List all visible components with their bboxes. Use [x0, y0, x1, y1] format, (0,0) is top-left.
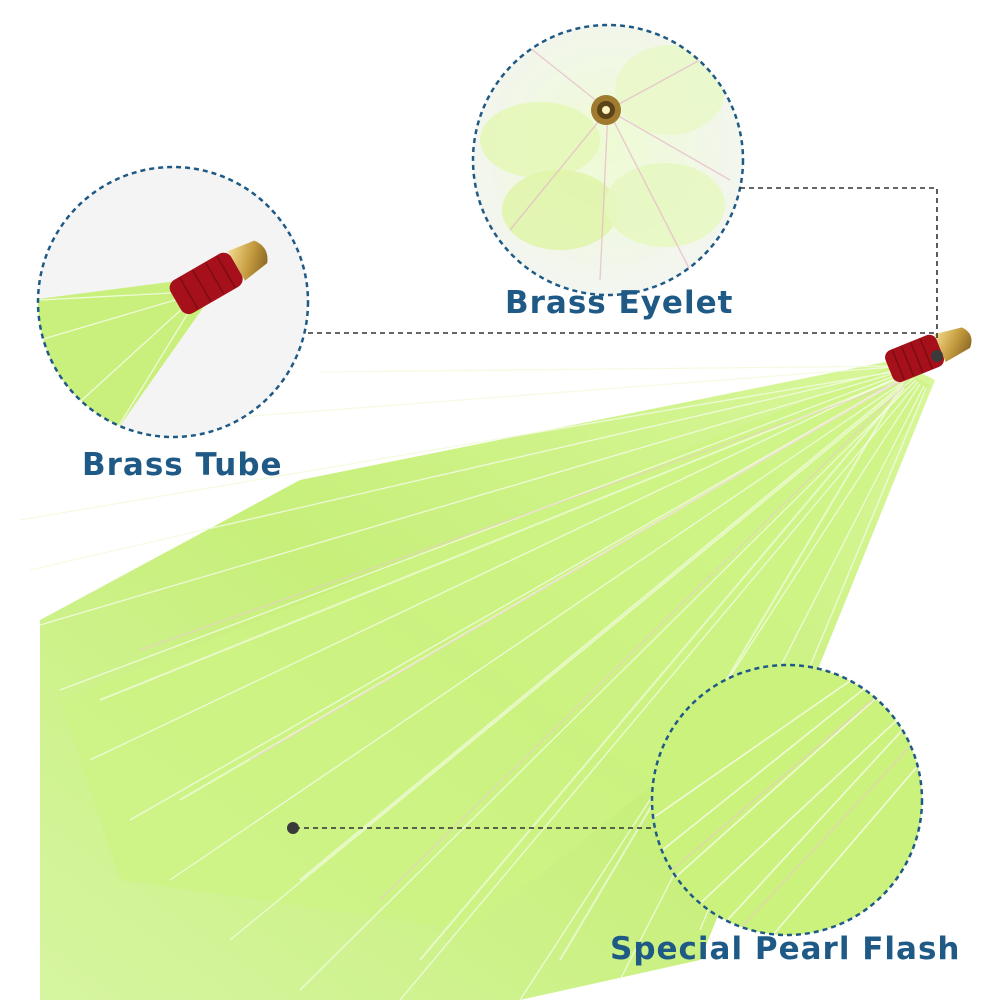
brass-eyelet-tip [934, 327, 972, 363]
brass-tube-label: Brass Tube [82, 447, 283, 483]
tube-detail-circle [36, 165, 310, 439]
flash-pointer-dot [287, 822, 299, 834]
red-thread-wrap [885, 334, 944, 383]
eyelet-pointer-dot [931, 350, 943, 362]
leader-lines [295, 187, 938, 829]
eyelet-detail-circle [471, 23, 745, 297]
brass-eyelet-label: Brass Eyelet [505, 285, 734, 321]
main-lure-skirt [19, 327, 972, 1000]
special-pearl-flash-label: Special Pearl Flash [610, 931, 961, 967]
